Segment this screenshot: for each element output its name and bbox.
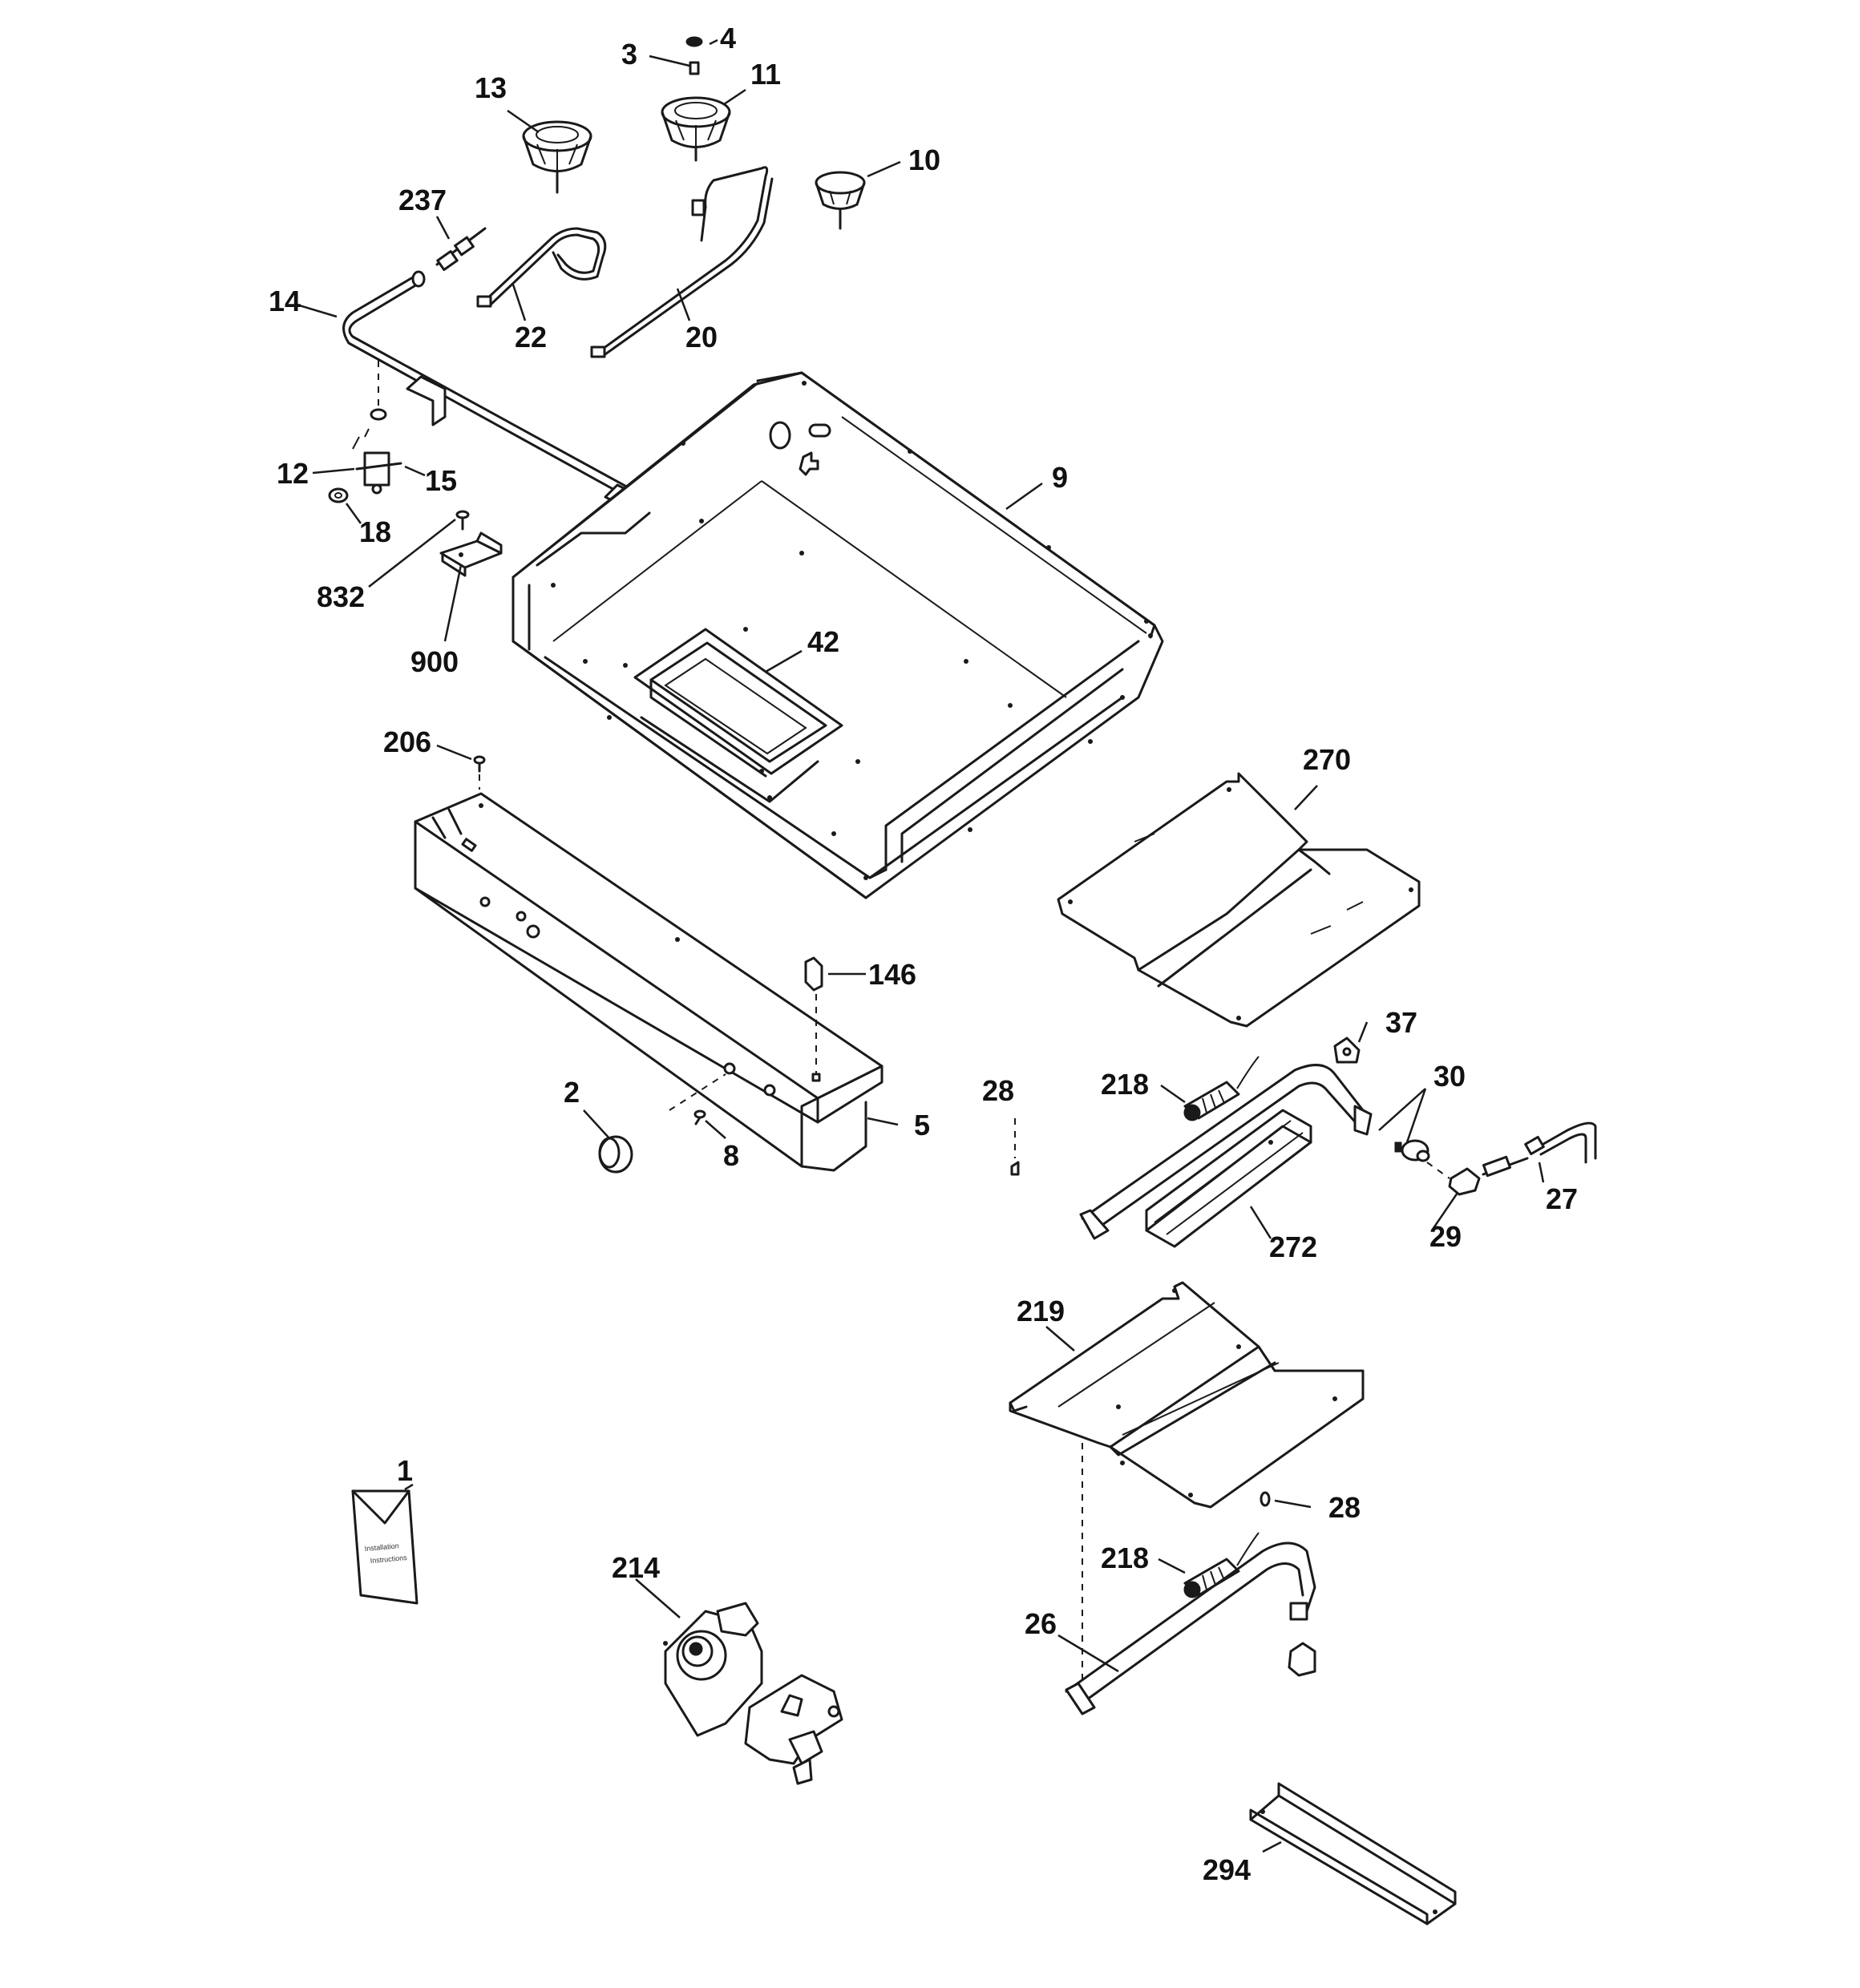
callout-4: 4 (720, 22, 736, 55)
callout-28-lower: 28 (1328, 1491, 1361, 1524)
burner-box-9 (512, 371, 1164, 899)
callout-832: 832 (317, 580, 365, 613)
orifice-30 (1394, 1139, 1430, 1162)
igniter-218-lower (1183, 1532, 1260, 1598)
clip-146 (804, 956, 823, 1082)
elbow-29 (1426, 1162, 1481, 1196)
callout-294: 294 (1203, 1853, 1251, 1886)
callout-206: 206 (383, 725, 431, 758)
callout-12: 12 (277, 457, 309, 490)
knob-2 (598, 1135, 633, 1174)
callout-2: 2 (564, 1076, 580, 1109)
callout-28-upper: 28 (982, 1074, 1014, 1107)
callout-218-lower: 218 (1101, 1542, 1149, 1574)
callout-20: 20 (685, 321, 718, 354)
burner-head-10 (815, 171, 866, 230)
callout-146: 146 (868, 958, 916, 991)
callout-5: 5 (914, 1109, 930, 1141)
callout-22: 22 (515, 321, 547, 354)
igniter-218-upper (1183, 1056, 1260, 1121)
burner-tube-20 (590, 166, 774, 358)
nut-18 (328, 487, 349, 503)
nut-4 (685, 36, 703, 47)
valve-12 (352, 361, 402, 495)
orifice-237 (435, 227, 487, 271)
plate-42 (633, 628, 843, 803)
callout-29: 29 (1429, 1220, 1462, 1253)
screw-8 (669, 1073, 726, 1125)
burner-head-13 (522, 120, 592, 194)
callout-30: 30 (1433, 1060, 1466, 1093)
callout-9: 9 (1052, 461, 1068, 494)
callout-26: 26 (1025, 1607, 1057, 1640)
callout-272: 272 (1269, 1230, 1317, 1263)
leader-lines (296, 38, 1545, 1853)
bracket-900 (439, 531, 503, 577)
baffle-272 (1145, 1109, 1312, 1248)
callout-10: 10 (908, 143, 940, 176)
tube-27 (1482, 1121, 1597, 1178)
callout-11: 11 (750, 58, 781, 91)
shield-270 (1057, 772, 1421, 1028)
callout-13: 13 (475, 71, 507, 104)
callout-14: 14 (269, 285, 301, 317)
clip-28-lower (1260, 1491, 1271, 1507)
burner-tube-upper (1079, 1064, 1373, 1240)
callout-270: 270 (1303, 743, 1351, 776)
shield-219 (1009, 1281, 1365, 1683)
envelope-1: Installation Instructions (351, 1489, 418, 1605)
callout-42: 42 (807, 625, 839, 658)
screw-832 (455, 510, 470, 531)
bracket-37 (1333, 1036, 1361, 1064)
screw-3 (689, 61, 700, 75)
callout-219: 219 (1017, 1295, 1065, 1327)
callout-27: 27 (1546, 1182, 1578, 1215)
burner-head-11 (661, 96, 731, 162)
bracket-294 (1249, 1782, 1457, 1925)
callout-8: 8 (723, 1139, 739, 1172)
burner-tube-26 (1065, 1542, 1316, 1715)
callout-1: 1 (397, 1454, 413, 1487)
callout-237: 237 (398, 184, 447, 216)
svg-text:Installation: Installation (364, 1542, 399, 1553)
callout-218-upper: 218 (1101, 1068, 1149, 1101)
callout-labels: 1 2 3 4 5 8 9 10 11 12 13 14 15 18 20 22… (269, 22, 1578, 1886)
callout-3: 3 (621, 38, 637, 71)
svg-text:Instructions: Instructions (370, 1554, 407, 1565)
callout-18: 18 (359, 515, 391, 548)
callout-15: 15 (425, 464, 457, 497)
screw-206 (473, 755, 486, 790)
valve-214 (663, 1602, 843, 1785)
callout-214: 214 (612, 1551, 660, 1584)
callout-900: 900 (410, 645, 459, 678)
callout-37: 37 (1385, 1006, 1417, 1039)
burner-tube-22 (476, 227, 607, 308)
manifold-panel-5 (414, 792, 884, 1172)
clip-28-upper (1010, 1118, 1020, 1176)
